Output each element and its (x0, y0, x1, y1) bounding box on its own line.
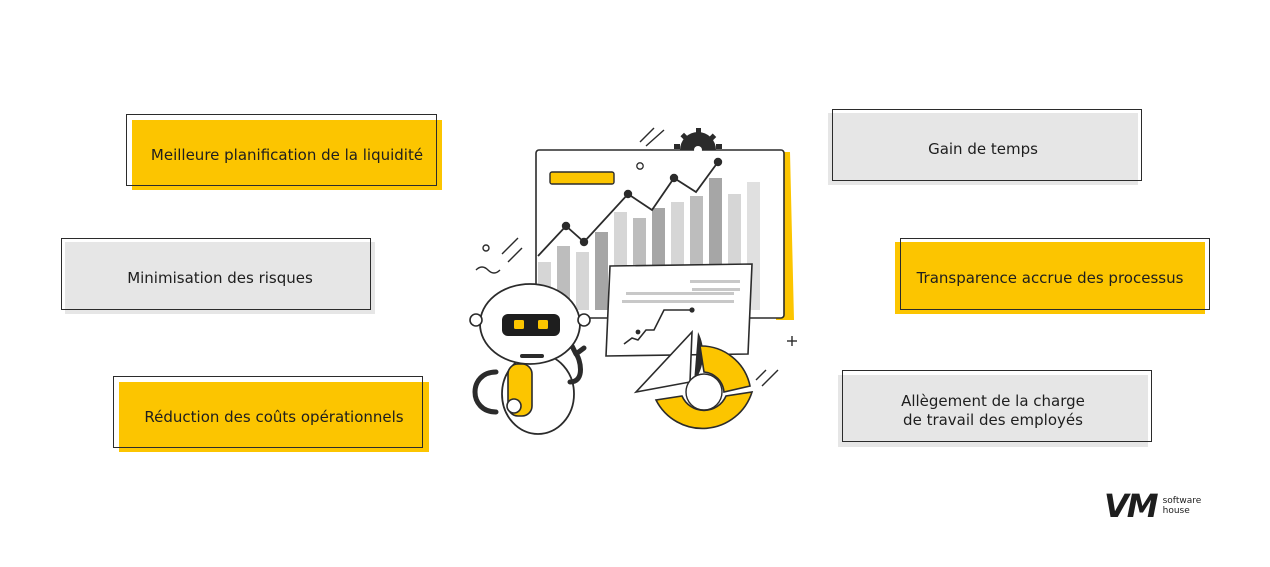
benefit-label-line2: de travail des employés (903, 411, 1083, 429)
benefit-card-time: Gain de temps (828, 109, 1142, 185)
robot-with-charts-illustration (469, 127, 797, 435)
company-logo: VM software house (1104, 490, 1201, 522)
decorative-strokes (475, 127, 797, 387)
benefit-label: Meilleure planification de la liquidité (150, 145, 424, 164)
gear-icon (674, 128, 722, 154)
logo-subtitle-line1: software (1162, 496, 1202, 506)
trend-line (537, 157, 723, 257)
robot-icon (469, 283, 591, 435)
benefit-card-risks: Minimisation des risques (61, 238, 375, 314)
benefit-card-costs: Réduction des coûts opérationnels (113, 376, 429, 452)
benefit-card-workload: Allègement de la charge de travail des e… (838, 370, 1154, 448)
logo-subtitle-line2: house (1162, 506, 1190, 516)
logo-subtitle: software house (1163, 496, 1202, 516)
benefit-label: Gain de temps (928, 139, 1038, 158)
benefit-card-transparency: Transparence accrue des processus (895, 238, 1211, 316)
benefit-label: Transparence accrue des processus (916, 268, 1184, 287)
benefit-label: Minimisation des risques (127, 268, 313, 287)
pie-chart (633, 329, 754, 430)
analytics-panel (605, 263, 753, 357)
logo-mark: VM (1104, 487, 1159, 525)
benefit-card-liquidity: Meilleure planification de la liquidité (126, 114, 442, 190)
benefit-label: Réduction des coûts opérationnels (144, 407, 404, 426)
benefit-label-line1: Allègement de la charge (901, 392, 1085, 410)
